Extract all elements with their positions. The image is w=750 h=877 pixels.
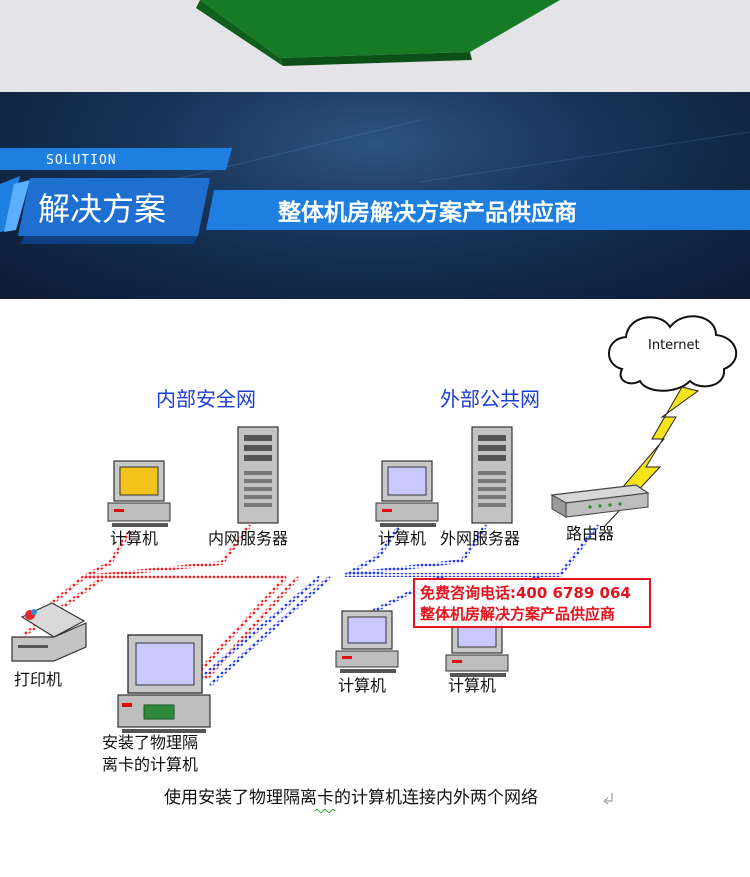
banner-graphic: SOLUTION 解决方案 整体机房解决方案产品供应商 xyxy=(0,119,750,244)
banner-subtitle: 整体机房解决方案产品供应商 xyxy=(278,199,577,226)
solution-tag-bg xyxy=(0,148,232,170)
external-server-icon xyxy=(471,426,513,524)
promo-tagline: 整体机房解决方案产品供应商 xyxy=(420,605,615,623)
diagram-caption: 使用安装了物理隔离卡的计算机连接内外两个网络 xyxy=(164,787,538,808)
computer-public-1-icon xyxy=(335,610,399,673)
isolated-computer-label-line2: 离卡的计算机 xyxy=(102,755,198,774)
internal-network-label: 内部安全网 xyxy=(156,387,256,411)
banner-title: 解决方案 xyxy=(38,190,166,228)
title-tab-shadow xyxy=(20,236,198,244)
internal-server-icon xyxy=(237,426,279,524)
printer-label: 打印机 xyxy=(14,670,62,689)
paragraph-return-icon xyxy=(603,793,613,805)
computer-external-label: 计算机 xyxy=(378,529,426,548)
promo-box: 免费咨询电话:400 6789 064 整体机房解决方案产品供应商 xyxy=(413,578,651,628)
product-strip xyxy=(0,0,750,92)
solution-tag: SOLUTION xyxy=(46,153,117,168)
isolated-computer-label-line1: 安装了物理隔 xyxy=(102,733,198,752)
isolated-computer-icon xyxy=(117,634,211,733)
computer-external-icon xyxy=(375,460,439,527)
banner-stripe-accent xyxy=(4,180,30,232)
computer-internal-label: 计算机 xyxy=(110,529,158,548)
public-network-label: 外部公共网 xyxy=(440,387,540,411)
router-icon xyxy=(550,484,650,518)
solution-banner: SOLUTION 解决方案 整体机房解决方案产品供应商 xyxy=(0,92,750,299)
computer-public-1-label: 计算机 xyxy=(338,676,386,695)
computer-public-2-label: 计算机 xyxy=(448,676,496,695)
network-diagram-canvas: 内部安全网 外部公共网 Internet 路由器 xyxy=(11,315,738,813)
network-diagram: 内部安全网 外部公共网 Internet 路由器 xyxy=(0,299,750,873)
internet-cloud-icon xyxy=(608,315,738,392)
computer-internal-icon xyxy=(107,460,171,527)
title-tab-bg xyxy=(18,178,210,236)
printer-icon xyxy=(11,602,87,662)
subtitle-bar-bg xyxy=(206,190,750,230)
internet-label: Internet xyxy=(648,338,700,353)
external-server-label: 外网服务器 xyxy=(440,529,520,548)
promo-phone: 免费咨询电话:400 6789 064 xyxy=(420,584,631,602)
product-box-image xyxy=(196,0,560,66)
internal-server-label: 内网服务器 xyxy=(208,529,288,548)
spellcheck-squiggle xyxy=(314,809,336,813)
